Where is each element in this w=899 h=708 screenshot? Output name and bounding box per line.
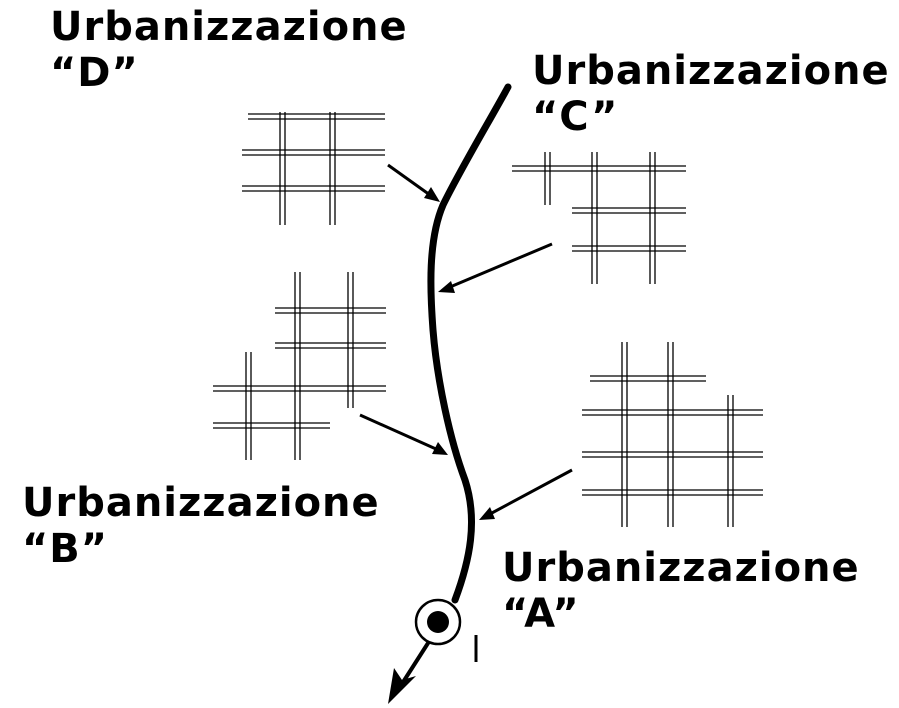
zone-letter-a: “A” — [502, 591, 580, 637]
zone-letter-c: “C” — [532, 94, 619, 140]
arrow-c — [438, 242, 553, 293]
urban-grid-c — [512, 152, 686, 284]
flow-arrow-icon — [388, 668, 416, 704]
river-line — [427, 83, 512, 604]
urban-grid-b — [213, 272, 386, 460]
urban-grid-a — [582, 342, 763, 527]
arrow-a — [479, 468, 573, 520]
arrow-b — [359, 413, 448, 455]
zone-name-b: Urbanizzazione — [22, 480, 380, 526]
arrow-d — [387, 163, 440, 202]
zone-name-d: Urbanizzazione — [50, 4, 408, 50]
zone-letter-b: “B” — [22, 526, 109, 572]
connector-arrows — [359, 163, 573, 520]
zone-letter-d: “D” — [50, 50, 139, 96]
zone-label-c: Urbanizzazione “C” — [530, 48, 890, 140]
zone-name-a: Urbanizzazione — [502, 545, 860, 591]
zone-label-b: Urbanizzazione “B” — [12, 480, 380, 572]
zone-name-c: Urbanizzazione — [532, 48, 890, 94]
zone-label-a: Urbanizzazione “A” — [498, 545, 860, 637]
zone-label-d: Urbanizzazione “D” — [38, 4, 408, 96]
target-point-icon — [414, 598, 462, 646]
urban-grid-d — [242, 112, 385, 225]
